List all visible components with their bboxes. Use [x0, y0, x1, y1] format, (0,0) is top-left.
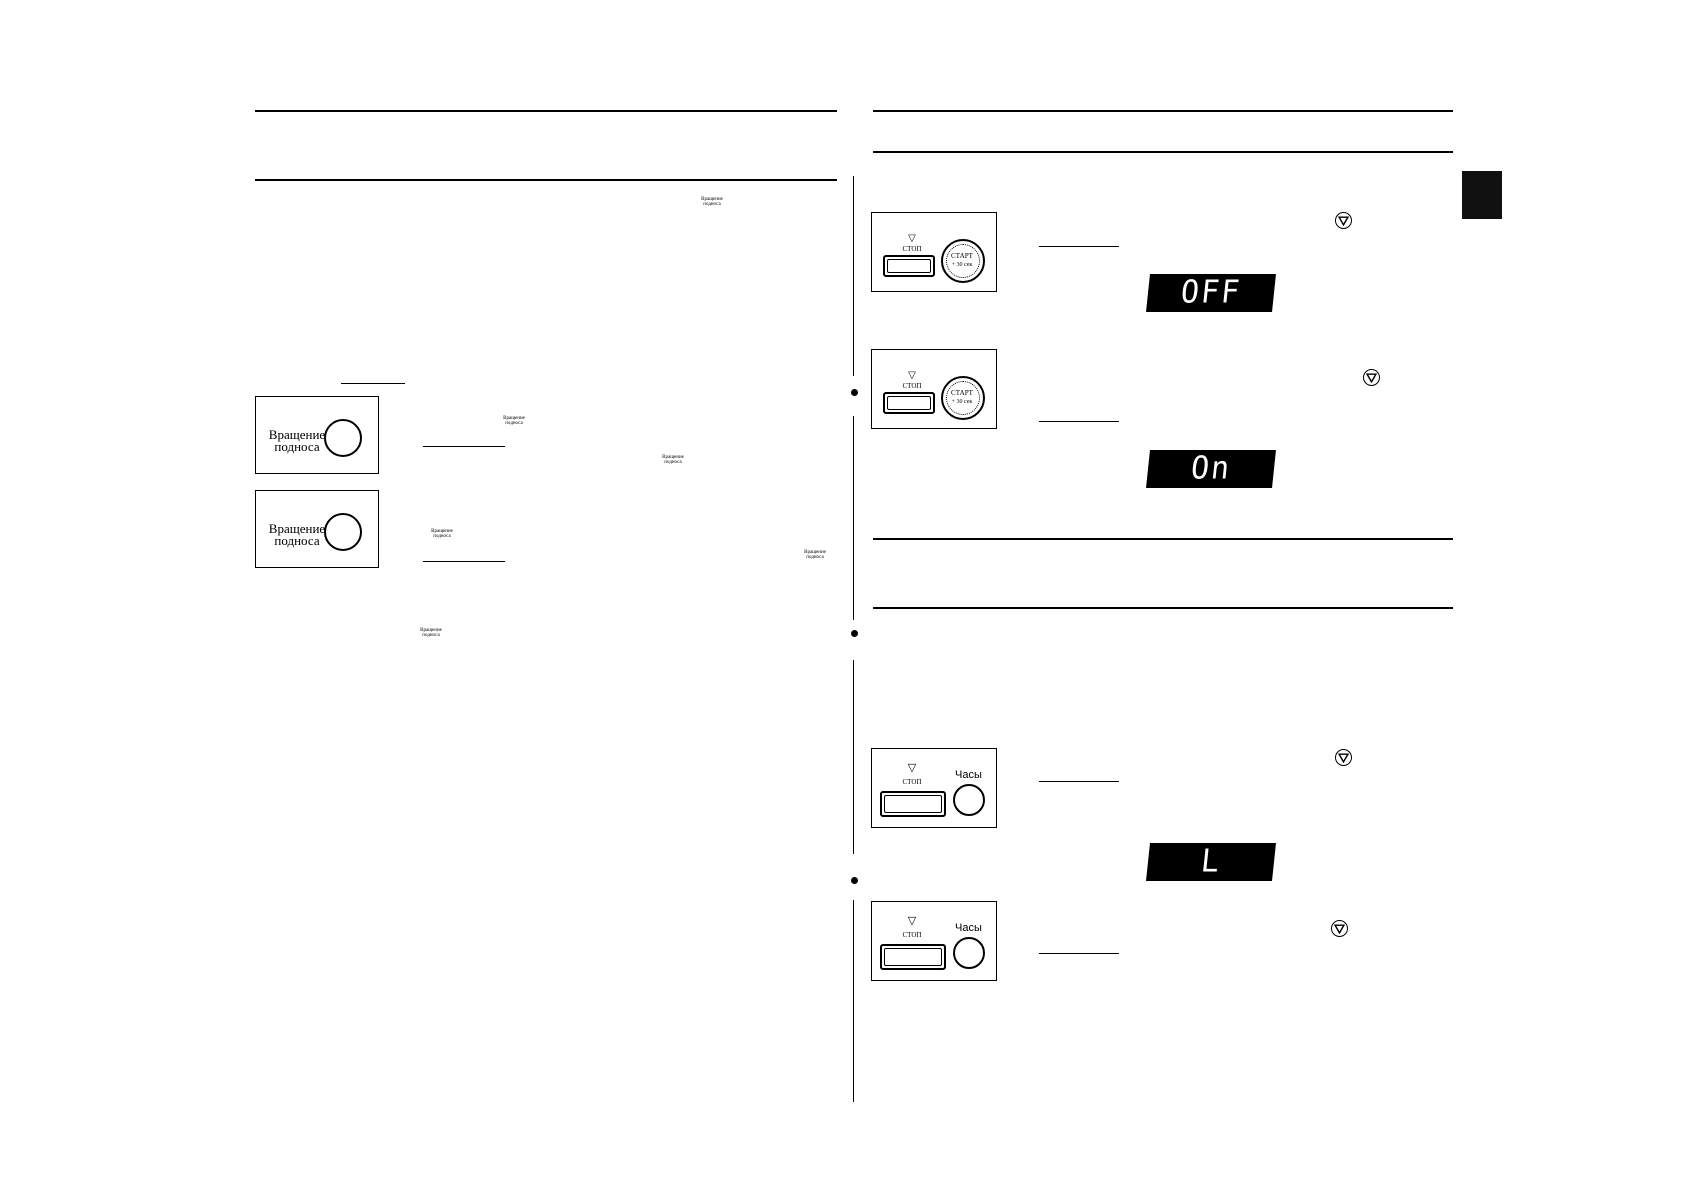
inline-rotation-label-3: Вращение подноса [662, 455, 684, 465]
stop-button[interactable] [880, 944, 946, 970]
rotation-button-label: Вращение подноса [268, 521, 326, 548]
right-sub-rule [873, 151, 1453, 153]
inline-rotation-label-1: Вращение подноса [701, 197, 723, 207]
stop-label: СТОП [902, 382, 922, 390]
display-on: On [1146, 450, 1276, 488]
stop-label: СТОП [902, 931, 922, 939]
start-ring-dots [946, 381, 980, 415]
step1-underline [423, 446, 505, 447]
stop-icon: ▽ [907, 762, 917, 774]
panel3-underline [1039, 781, 1119, 782]
start-label: СТАРТ [951, 252, 973, 260]
stop-icon [1335, 749, 1352, 766]
stop-clock-panel-2: ▽ СТОП Часы [871, 901, 997, 981]
stop-icon: ▽ [907, 915, 917, 927]
start-label: СТАРТ [951, 389, 973, 397]
start-sublabel: + 30 сек [951, 399, 973, 405]
left-top-rule [255, 110, 837, 112]
clock-button[interactable] [953, 937, 985, 969]
stop-icon: ▽ [908, 233, 916, 244]
stop-clock-panel-1: ▽ СТОП Часы [871, 748, 997, 828]
stop-label: СТОП [902, 778, 922, 786]
start-sublabel: + 30 сек [951, 262, 973, 268]
left-section-rule [255, 179, 837, 181]
panel4-underline [1039, 953, 1119, 954]
clock-label: Часы [955, 922, 982, 934]
step2-underline [423, 561, 505, 562]
inline-rotation-label-6: Вращение подноса [420, 628, 442, 638]
right-section2-top-rule [873, 538, 1453, 540]
stop-icon [1335, 212, 1352, 229]
divider-dot-2 [851, 630, 858, 637]
rotation-button[interactable] [324, 419, 362, 457]
stop-button[interactable] [880, 791, 946, 817]
stop-start-panel-1: ▽ СТОП СТАРТ + 30 сек [871, 212, 997, 292]
stop-label: СТОП [902, 245, 922, 253]
panel2-underline [1039, 421, 1119, 422]
rotation-panel-1: Вращение подноса [255, 396, 379, 474]
stop-button[interactable] [883, 255, 935, 277]
stop-icon [1331, 920, 1348, 937]
stop-start-panel-2: ▽ СТОП СТАРТ + 30 сек [871, 349, 997, 429]
center-divider-3 [853, 660, 854, 854]
display-l: L [1146, 843, 1276, 881]
rotation-panel-2: Вращение подноса [255, 490, 379, 568]
inline-rotation-label-2: Вращение подноса [503, 416, 525, 426]
left-note-underline [341, 383, 405, 384]
display-off: OFF [1146, 274, 1276, 312]
inline-rotation-label-4: Вращение подноса [431, 529, 453, 539]
start-ring-dots [946, 244, 980, 278]
language-tab [1462, 171, 1502, 219]
panel1-underline [1039, 246, 1119, 247]
right-section2-sub-rule [873, 607, 1453, 609]
right-top-rule [873, 110, 1453, 112]
center-divider-2 [853, 416, 854, 620]
center-divider-4 [853, 900, 854, 1102]
center-divider-1 [853, 176, 854, 376]
clock-label: Часы [955, 769, 982, 781]
rotation-button[interactable] [324, 513, 362, 551]
stop-icon [1363, 369, 1380, 386]
start-button[interactable]: СТАРТ + 30 сек [941, 376, 985, 420]
divider-dot-1 [851, 389, 858, 396]
stop-button[interactable] [883, 392, 935, 414]
divider-dot-3 [851, 877, 858, 884]
stop-icon: ▽ [908, 370, 916, 381]
start-button[interactable]: СТАРТ + 30 сек [941, 239, 985, 283]
rotation-button-label: Вращение подноса [268, 427, 326, 454]
clock-button[interactable] [953, 784, 985, 816]
inline-rotation-label-5: Вращение подноса [804, 550, 826, 560]
